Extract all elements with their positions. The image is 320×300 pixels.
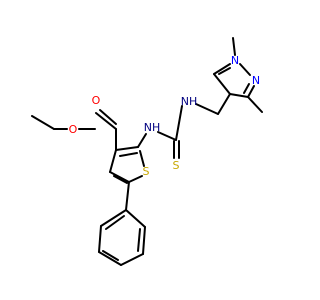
atom-n-pyrazole-1: N [231,54,239,67]
bond-pz-n2-c3 [247,85,255,98]
bonds [31,37,263,266]
atom-n-pyrazole-2: N [252,74,260,87]
bond-ph-1 [125,209,146,228]
bond-co-double-a [95,112,117,130]
bond-cthione-nh [175,105,183,141]
atom-labels: O O S NH NH S N N [69,54,260,178]
bond-pz-c5-n1-inner [218,67,231,75]
bond-ch2-pyrazole [217,93,231,115]
atom-o-carbonyl: O [92,94,101,107]
bond-ph-3 [120,253,144,266]
bond-n-methyl [232,37,236,56]
bond-nh-ch2 [195,103,219,115]
bond-co-double-b [99,109,117,125]
atom-nh-left: NH [144,121,161,134]
bond-ring-s-c2 [139,150,145,167]
bond-c3-methyl [247,96,263,113]
bond-ph-inner-c [105,215,125,230]
bond-ph-6 [100,209,127,227]
bond-ph-5 [98,225,102,253]
bond-ethyl-ch3 [31,115,55,130]
bond-pz-c3-c4 [229,93,249,98]
bond-ph-inner-b [102,250,119,261]
bond-ring-c3-c2-inner [119,152,138,157]
bond-c5-phenyl [125,181,130,211]
atom-o-ester: O [69,123,78,136]
bond-ph-4 [98,251,122,266]
bond-pz-c5-n1 [213,63,231,75]
bond-ring-c5-s [128,175,143,183]
bond-ring-c4-c5 [109,171,130,183]
bond-ring-c3-c2 [115,146,139,151]
bond-pz-c4-c5 [213,73,231,95]
bond-nh-cthione [157,131,177,141]
molecule-structure: O O S NH NH S N N [31,37,263,266]
atom-nh-right: NH [181,95,198,108]
atom-s-thione: S [173,159,180,172]
atom-s-thiophene: S [143,165,150,178]
bond-ph-inner-a [137,228,141,252]
bond-ph-2 [142,226,146,255]
bond-ring-c4-c5-inner [113,175,128,184]
bond-c2-nh [137,133,147,148]
bond-ring-c3-c4 [109,149,117,173]
bond-pz-n1-n2 [239,63,251,76]
bond-pz-n2-c3-inner [243,83,250,94]
